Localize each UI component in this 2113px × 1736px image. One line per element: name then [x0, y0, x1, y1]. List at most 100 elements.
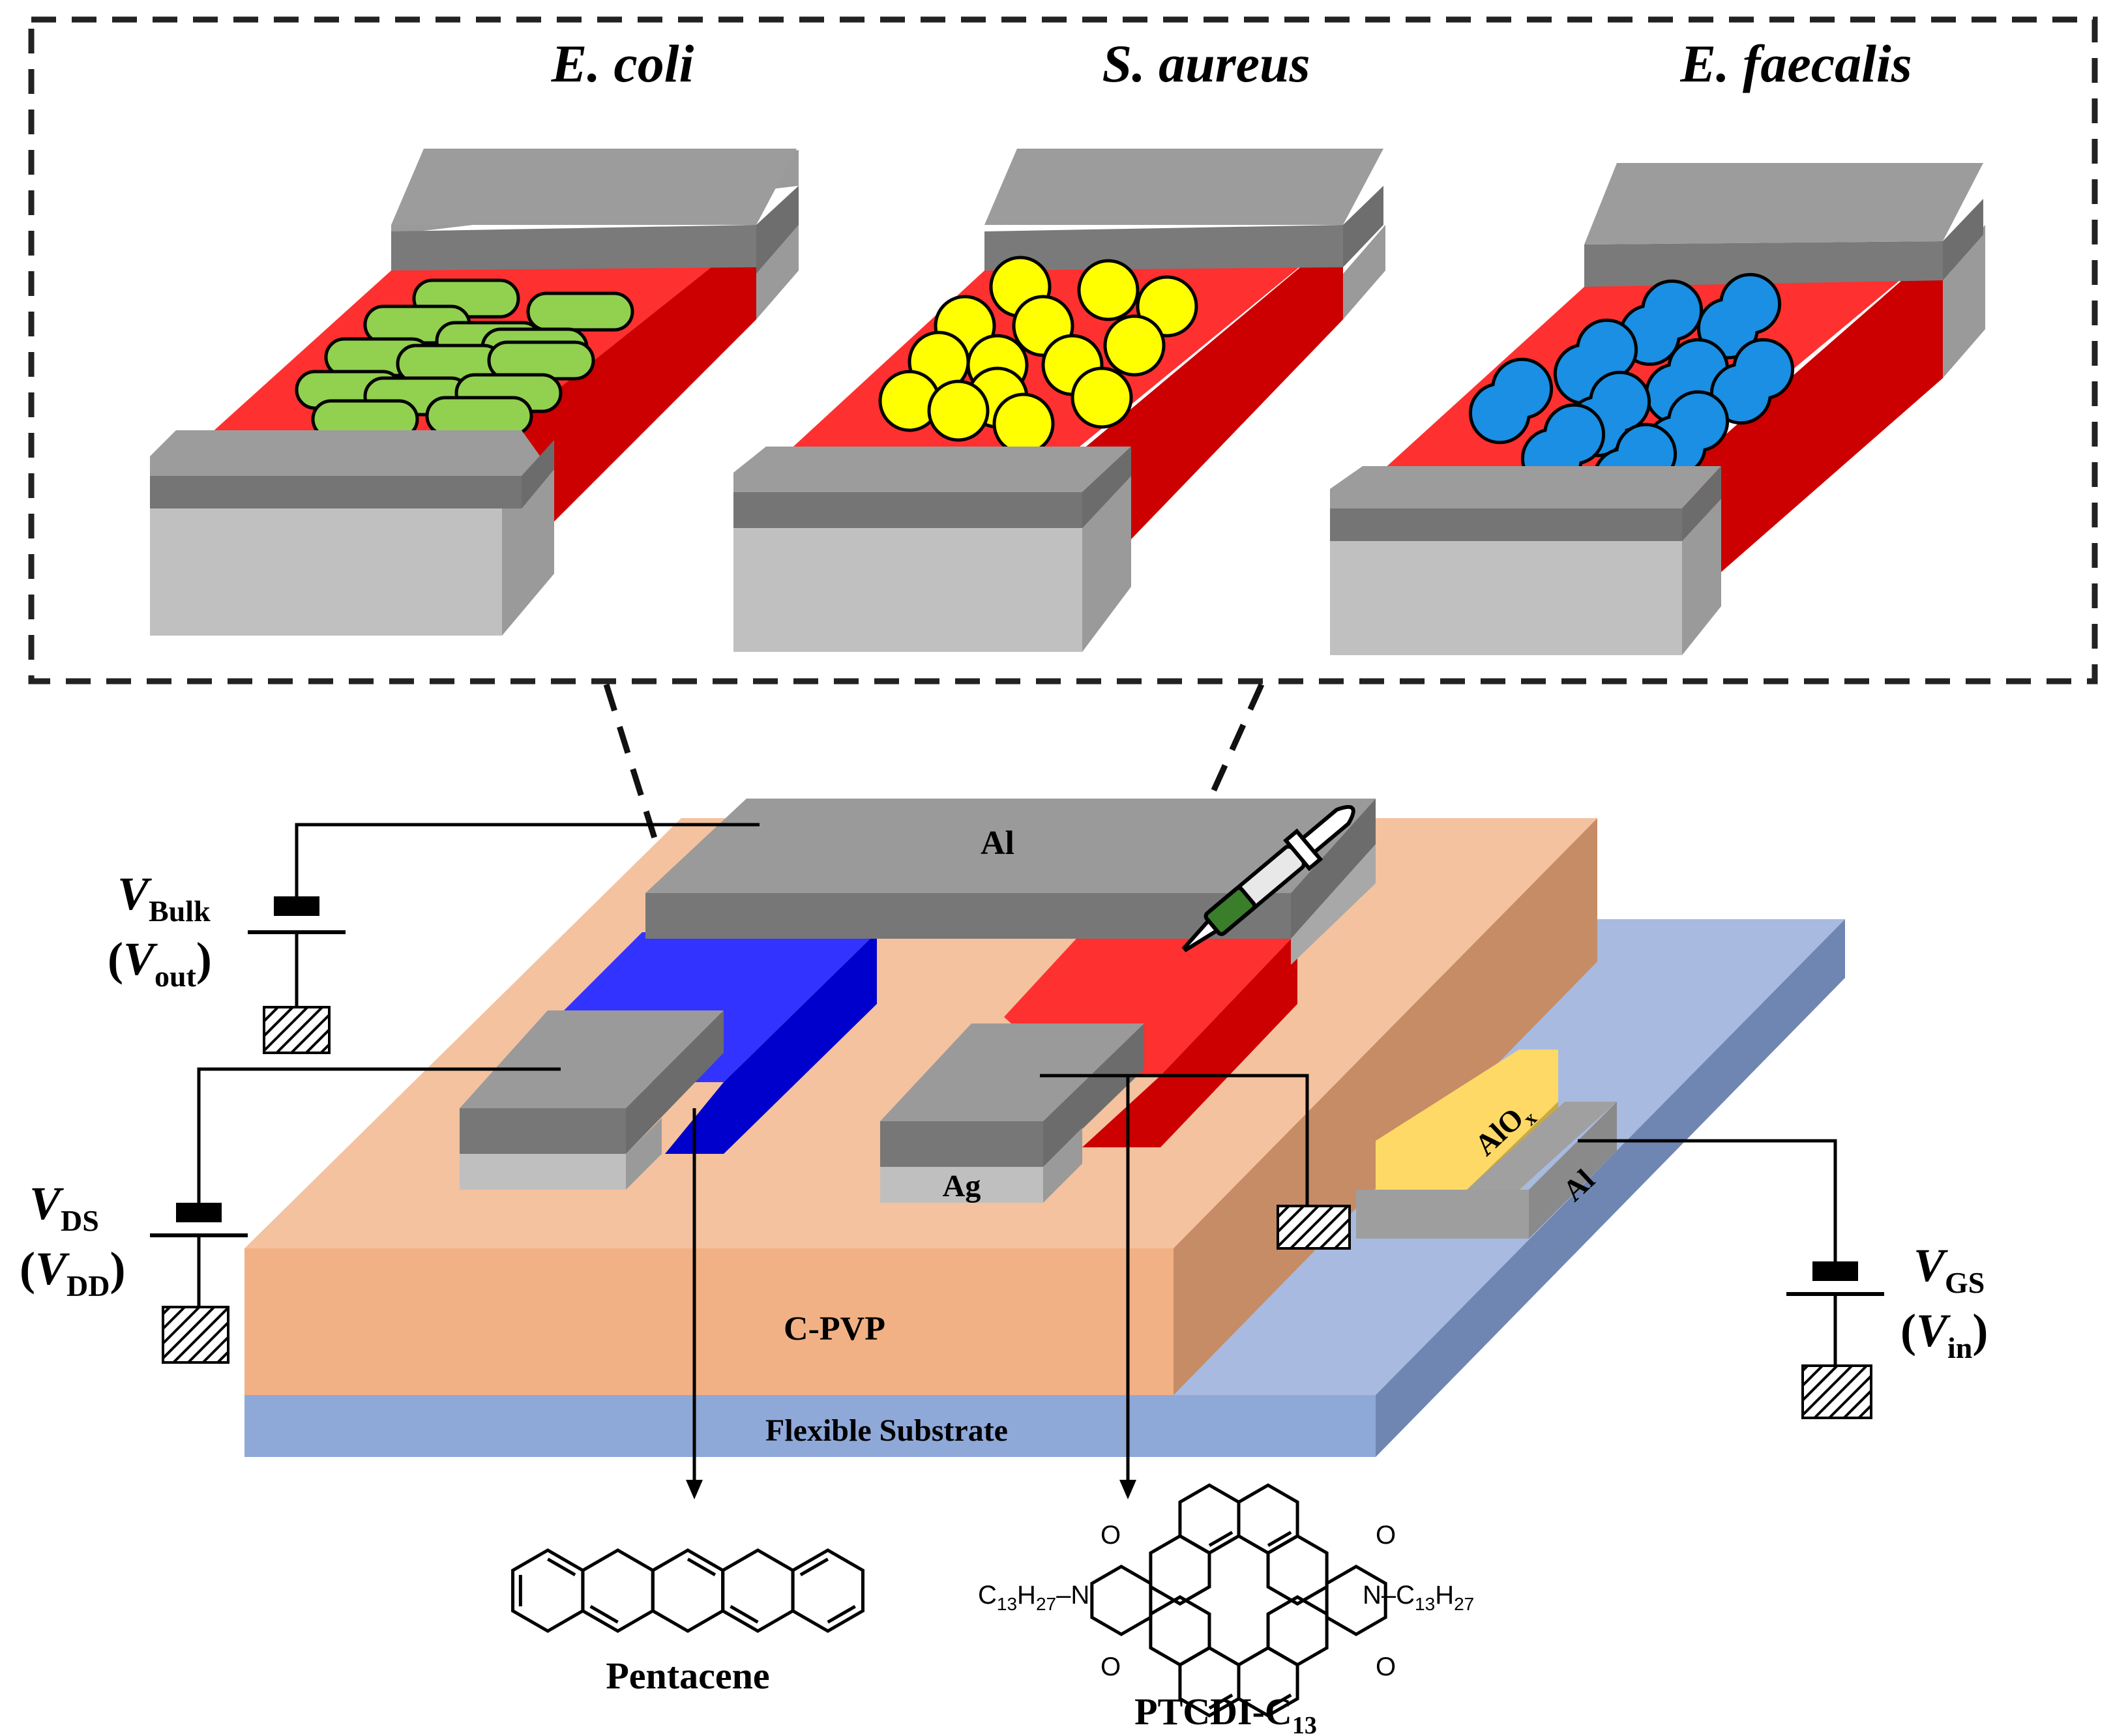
efaecalis-front-electrode-top [1330, 466, 1721, 508]
pentacene-ring [791, 1548, 864, 1633]
wire-gate [1578, 1139, 1837, 1261]
battery-gs [1786, 1261, 1884, 1296]
vin-close: ) [1972, 1304, 1988, 1357]
source-left-side [626, 1010, 724, 1154]
wire-bulk [295, 823, 760, 896]
vbulk-v: V [117, 868, 152, 920]
ptcdi-oxygen-tr: O [1376, 1521, 1396, 1550]
source-left-ag-side [626, 1118, 662, 1190]
ptcdi-left-n: –N [1056, 1581, 1089, 1610]
substrate-side [1376, 919, 1845, 1457]
ptcdi-ring-double-bond [1267, 1693, 1292, 1710]
pentacene-ring-double-bond [589, 1605, 619, 1624]
ecoli-back-electrode-edge [756, 186, 799, 274]
substrate-label: Flexible Substrate [765, 1413, 1008, 1448]
ag-label: Ag [943, 1169, 981, 1203]
ecoli-label: E. coli [551, 34, 694, 93]
vdd-sub: DD [66, 1269, 110, 1302]
source-left-ag [460, 1154, 626, 1190]
alox-front [1376, 1141, 1467, 1190]
pentacene-ring [511, 1548, 585, 1633]
saureus-cell [927, 379, 990, 442]
ptcdi-label: PTCDI-C13 [1134, 1690, 1317, 1736]
pentacene-ring-double-bond [687, 1557, 717, 1576]
ground-source-right [1277, 1205, 1351, 1250]
saureus-back-electrode-side [1343, 225, 1385, 319]
pentacene-ring-double-bond [799, 1557, 829, 1576]
cpvp-front [244, 1248, 1174, 1395]
ptcdi-left-c: C [978, 1581, 997, 1610]
saureus-cell [1071, 366, 1133, 429]
vout-open: ( [108, 933, 123, 985]
ptcdi-oxygen-br: O [1376, 1653, 1396, 1681]
top-al-electrode-top [645, 799, 1376, 893]
saureus-cell [992, 392, 1055, 455]
saureus-back-electrode-edge [1343, 186, 1383, 267]
wire-drain [197, 1067, 561, 1203]
ptcdi-label-base: PTCDI-C [1134, 1690, 1292, 1733]
battery-bulk-plate [274, 896, 319, 916]
circuit [197, 823, 1837, 1486]
ptcdi-imide-ring-right [1325, 1565, 1387, 1636]
ptcdi-oxygen-tl: O [1101, 1521, 1121, 1550]
efaecalis-substrate-front [1330, 541, 1682, 655]
efaecalis-channel-side [1682, 244, 1943, 606]
ecoli-back-electrode-face [391, 149, 797, 225]
ptcdi-ring [1237, 1645, 1299, 1718]
vout-v: V [123, 933, 158, 985]
ptcdi-label-sub: 13 [1292, 1712, 1317, 1736]
pentacene-structure [511, 1548, 864, 1633]
ptcdi-ring [1178, 1483, 1241, 1555]
saureus-bacteria-cluster [878, 256, 1198, 455]
ecoli-substrate-side [502, 469, 554, 636]
battery-bulk [248, 896, 346, 934]
ground-ds [162, 1306, 229, 1364]
saureus-label: S. aureus [1102, 34, 1310, 93]
vout-close: ) [196, 933, 212, 985]
vdd-close: ) [110, 1243, 125, 1295]
ptcdi-structure [1090, 1483, 1387, 1718]
ecoli-back-electrode-front [391, 225, 756, 271]
saureus-substrate-side [1082, 476, 1131, 652]
vout-label: (Vout) [108, 933, 212, 993]
vds-v: V [29, 1177, 64, 1229]
ptcdi-right-n: N– [1363, 1581, 1396, 1610]
main-device: Al Ag C-PVP Flexible Substrate AlOx Al [244, 799, 1845, 1457]
vdd-open: ( [20, 1243, 35, 1295]
ecoli-front-electrode-side [522, 440, 554, 508]
ecoli-bacteria-cluster [295, 278, 634, 439]
pentacene-label: Pentacene [606, 1655, 769, 1697]
ptcdi-channel-side [1082, 932, 1297, 1147]
pentacene-ring [651, 1548, 725, 1633]
ecoli-channel-side [502, 231, 756, 574]
arrow-pentacene-head [686, 1480, 703, 1499]
ptcdi-oxygen-bl: O [1101, 1653, 1121, 1681]
pipette-icon [1181, 804, 1355, 952]
saureus-back-electrode-front [984, 225, 1343, 271]
ptcdi-ring [1237, 1483, 1299, 1555]
source-right-side [1043, 1023, 1144, 1167]
cpvp-label: C-PVP [784, 1310, 885, 1347]
efaecalis-front-electrode-side [1682, 466, 1721, 541]
efaecalis-back-electrode-face [1584, 163, 1983, 244]
saureus-front-electrode-front [733, 492, 1082, 528]
ptcdi-left-group: C13H27–N [978, 1581, 1089, 1614]
efaecalis-device [1330, 163, 1985, 655]
ecoli-back-electrode-side [756, 225, 799, 319]
efaecalis-substrate-side [1682, 499, 1721, 655]
battery-ds-plate [176, 1203, 222, 1222]
vgs-sub: GS [1945, 1266, 1985, 1299]
ecoli-substrate-front [150, 508, 502, 636]
vgs-v: V [1914, 1239, 1948, 1291]
source-left-top [460, 1010, 724, 1108]
source-right-ag [880, 1167, 1043, 1203]
ground-gs [1801, 1364, 1872, 1419]
ptcdi-right-c: C [1396, 1581, 1415, 1610]
ptcdi-ring-double-bond [1267, 1531, 1292, 1547]
efaecalis-diplococcus [1468, 357, 1554, 445]
source-right-top [880, 1023, 1144, 1121]
top-al-electrode-front [645, 893, 1291, 939]
al-gate-side [1529, 1102, 1617, 1239]
saureus-device [733, 149, 1385, 652]
